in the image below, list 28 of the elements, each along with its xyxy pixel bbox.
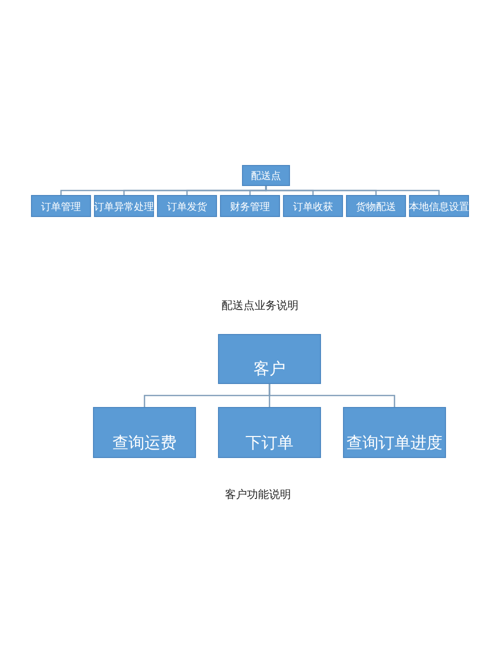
node-box [218,334,321,384]
node-label: 财务管理 [230,203,270,213]
node-box [346,195,406,217]
node-box [242,165,290,186]
node-box [343,407,446,458]
node-label: 查询运费 [112,434,176,454]
node-box [157,195,217,217]
node-box [409,195,469,217]
node-box [31,195,91,217]
connector-line [268,384,396,407]
node-label: 查询订单进度 [346,434,442,454]
connector-line [265,186,440,195]
node-box [218,407,321,458]
node-box [93,407,196,458]
node-label: 订单异常处理 [94,203,154,213]
node-label: 订单收获 [293,203,333,213]
node-box [94,195,154,217]
node-box [283,195,343,217]
node-label: 订单管理 [41,203,81,213]
node-label: 本地信息设置 [409,203,469,213]
node-box [220,195,280,217]
node-label: 下订单 [246,434,294,454]
node-label: 配送点 [251,172,281,182]
caption: 客户功能说明 [224,487,292,503]
caption: 配送点业务说明 [220,298,300,314]
node-label: 客户 [254,360,286,380]
node-label: 货物配送 [356,203,396,213]
node-label: 订单发货 [167,203,207,213]
